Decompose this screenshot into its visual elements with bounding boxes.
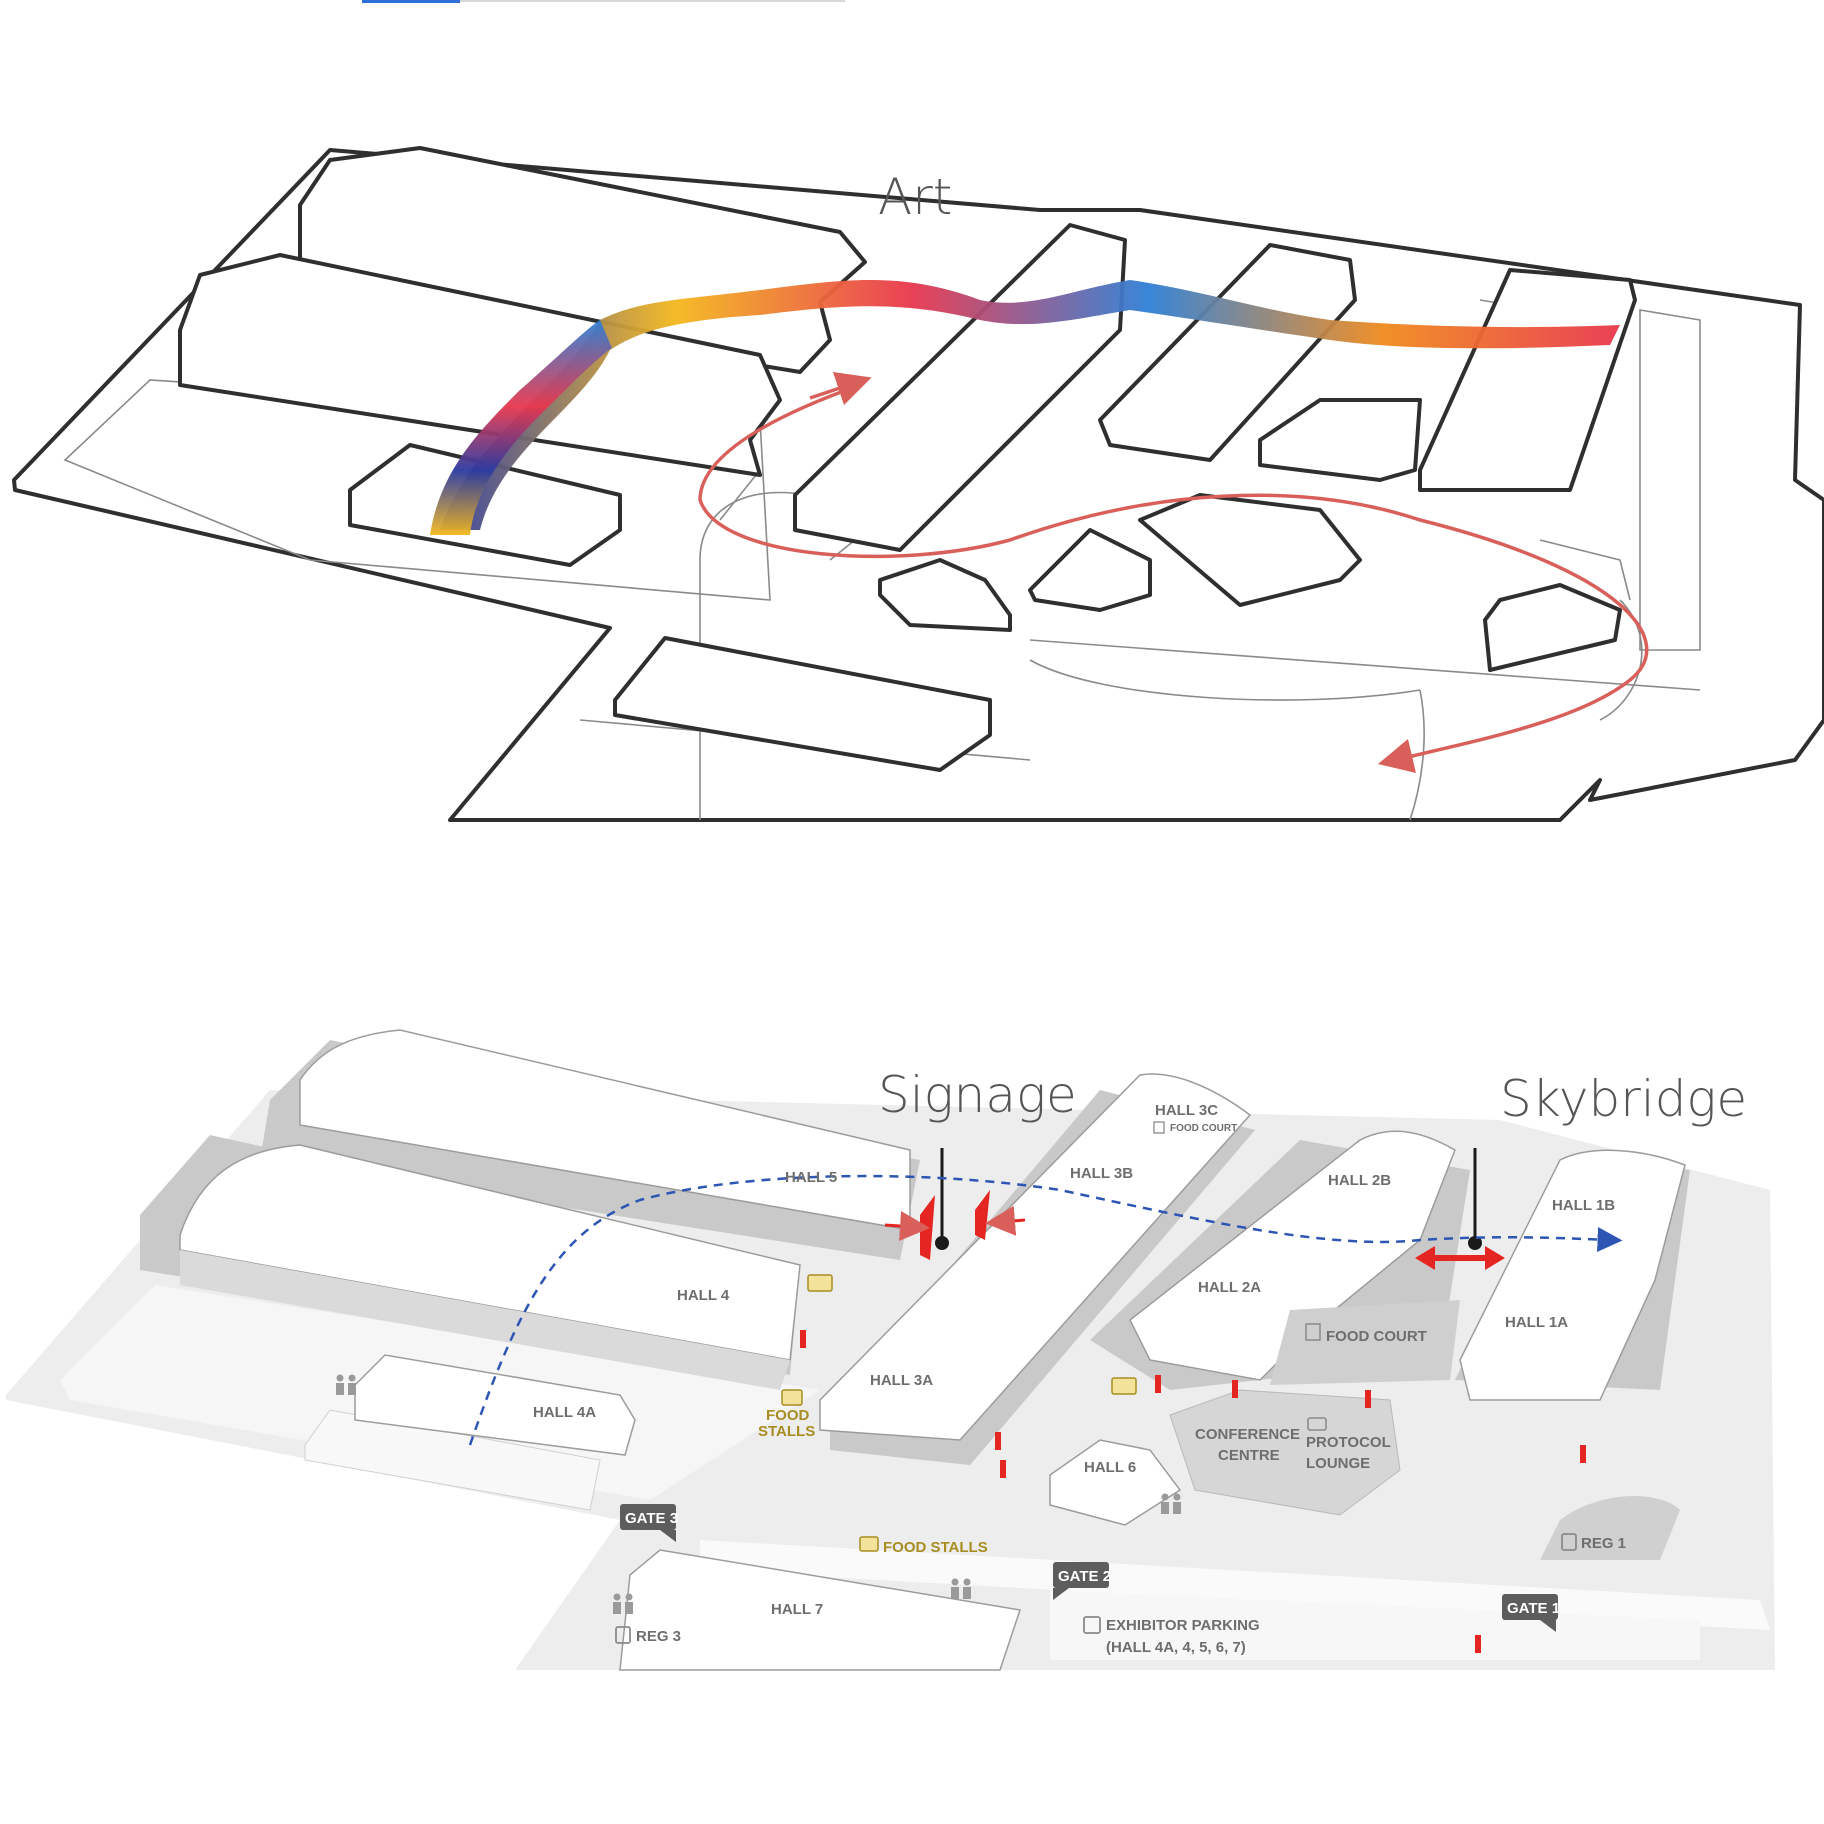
- conference-label-line1: CONFERENCE: [1195, 1426, 1300, 1443]
- hall4a-building: [354, 1354, 636, 1456]
- toilet-icon: [613, 1593, 633, 1614]
- hall5-label: HALL 5: [785, 1169, 837, 1186]
- food-court-block: [1270, 1300, 1460, 1385]
- gate1-label: GATE 1: [1507, 1600, 1560, 1617]
- restaurant-icon: [1153, 1121, 1165, 1134]
- art-diagram: [12, 146, 1824, 822]
- hall4a-label: HALL 4A: [533, 1404, 596, 1421]
- food-stalls-label-line1: FOOD: [766, 1407, 809, 1424]
- registration-icon: [1561, 1533, 1577, 1551]
- food-stall-icon: [781, 1389, 803, 1406]
- conference-label-line2: CENTRE: [1218, 1447, 1280, 1464]
- hall7-label: HALL 7: [771, 1601, 823, 1618]
- exhibitor-parking-label-line1: EXHIBITOR PARKING: [1106, 1617, 1260, 1634]
- progress-bar-fill: [362, 0, 460, 3]
- protocol-label-line1: PROTOCOL: [1306, 1434, 1391, 1451]
- hall6-label: HALL 6: [1084, 1459, 1136, 1476]
- toilet-icon: [1161, 1493, 1181, 1514]
- restaurant-icon: [1305, 1323, 1321, 1341]
- gate2-label: GATE 2: [1058, 1568, 1111, 1585]
- gate2-badge: [1053, 1562, 1109, 1600]
- hall2b-label: HALL 2B: [1328, 1172, 1391, 1189]
- truck-icon: [807, 1274, 833, 1292]
- progress-bar-track: [460, 0, 845, 2]
- gate1-badge: [1502, 1594, 1558, 1632]
- hall6-building: [1049, 1439, 1182, 1526]
- gate3-label: GATE 3: [625, 1510, 678, 1527]
- toilet-icon: [336, 1374, 356, 1395]
- signage-heading: Signage: [878, 1066, 1077, 1124]
- toilet-icon: [951, 1578, 971, 1599]
- conference-block: [1169, 1389, 1401, 1516]
- parking-icon: [1083, 1616, 1101, 1634]
- art-heading: Art: [878, 168, 952, 226]
- food-court-label: FOOD COURT: [1326, 1328, 1427, 1345]
- hall4-building: [179, 1144, 801, 1361]
- hall3a-label: HALL 3A: [870, 1372, 933, 1389]
- exhibitor-parking-label-line2: (HALL 4A, 4, 5, 6, 7): [1106, 1639, 1246, 1656]
- hall3-building: [819, 1073, 1252, 1441]
- reg1-label: REG 1: [1581, 1535, 1626, 1552]
- reg1-block: [1540, 1496, 1680, 1560]
- hall2a-label: HALL 2A: [1198, 1279, 1261, 1296]
- registration-icon: [615, 1626, 631, 1644]
- hall3b-label: HALL 3B: [1070, 1165, 1133, 1182]
- reg3-label: REG 3: [636, 1628, 681, 1645]
- food-stall-icon: [859, 1536, 879, 1552]
- site-plan: [6, 1029, 1775, 1671]
- protocol-icon: [1307, 1417, 1327, 1431]
- arrow-icon: [884, 1211, 930, 1241]
- art-ribbon-vertical: [430, 320, 612, 535]
- hall7-building: [619, 1549, 1021, 1671]
- truck-icon: [1111, 1377, 1137, 1395]
- hall3c-label: HALL 3C: [1155, 1102, 1218, 1119]
- arrow-icon: [809, 371, 872, 406]
- food-stalls-row-label: FOOD STALLS: [883, 1539, 988, 1556]
- protocol-label-line2: LOUNGE: [1306, 1455, 1370, 1472]
- gate3-badge: [620, 1504, 676, 1542]
- hall4-label: HALL 4: [677, 1287, 730, 1304]
- arrow-icon: [985, 1205, 1026, 1236]
- route-line-blue: [468, 1174, 1623, 1446]
- food-stalls-label-line2: STALLS: [758, 1423, 815, 1440]
- skybridge-heading: Skybridge: [1500, 1070, 1747, 1128]
- hall1a-label: HALL 1A: [1505, 1314, 1568, 1331]
- route-line-red: [698, 383, 1649, 774]
- hall1b-label: HALL 1B: [1552, 1197, 1615, 1214]
- food-court-small-label: FOOD COURT: [1170, 1123, 1237, 1134]
- hall5-building: [299, 1029, 911, 1231]
- hall1-building: [1459, 1149, 1686, 1401]
